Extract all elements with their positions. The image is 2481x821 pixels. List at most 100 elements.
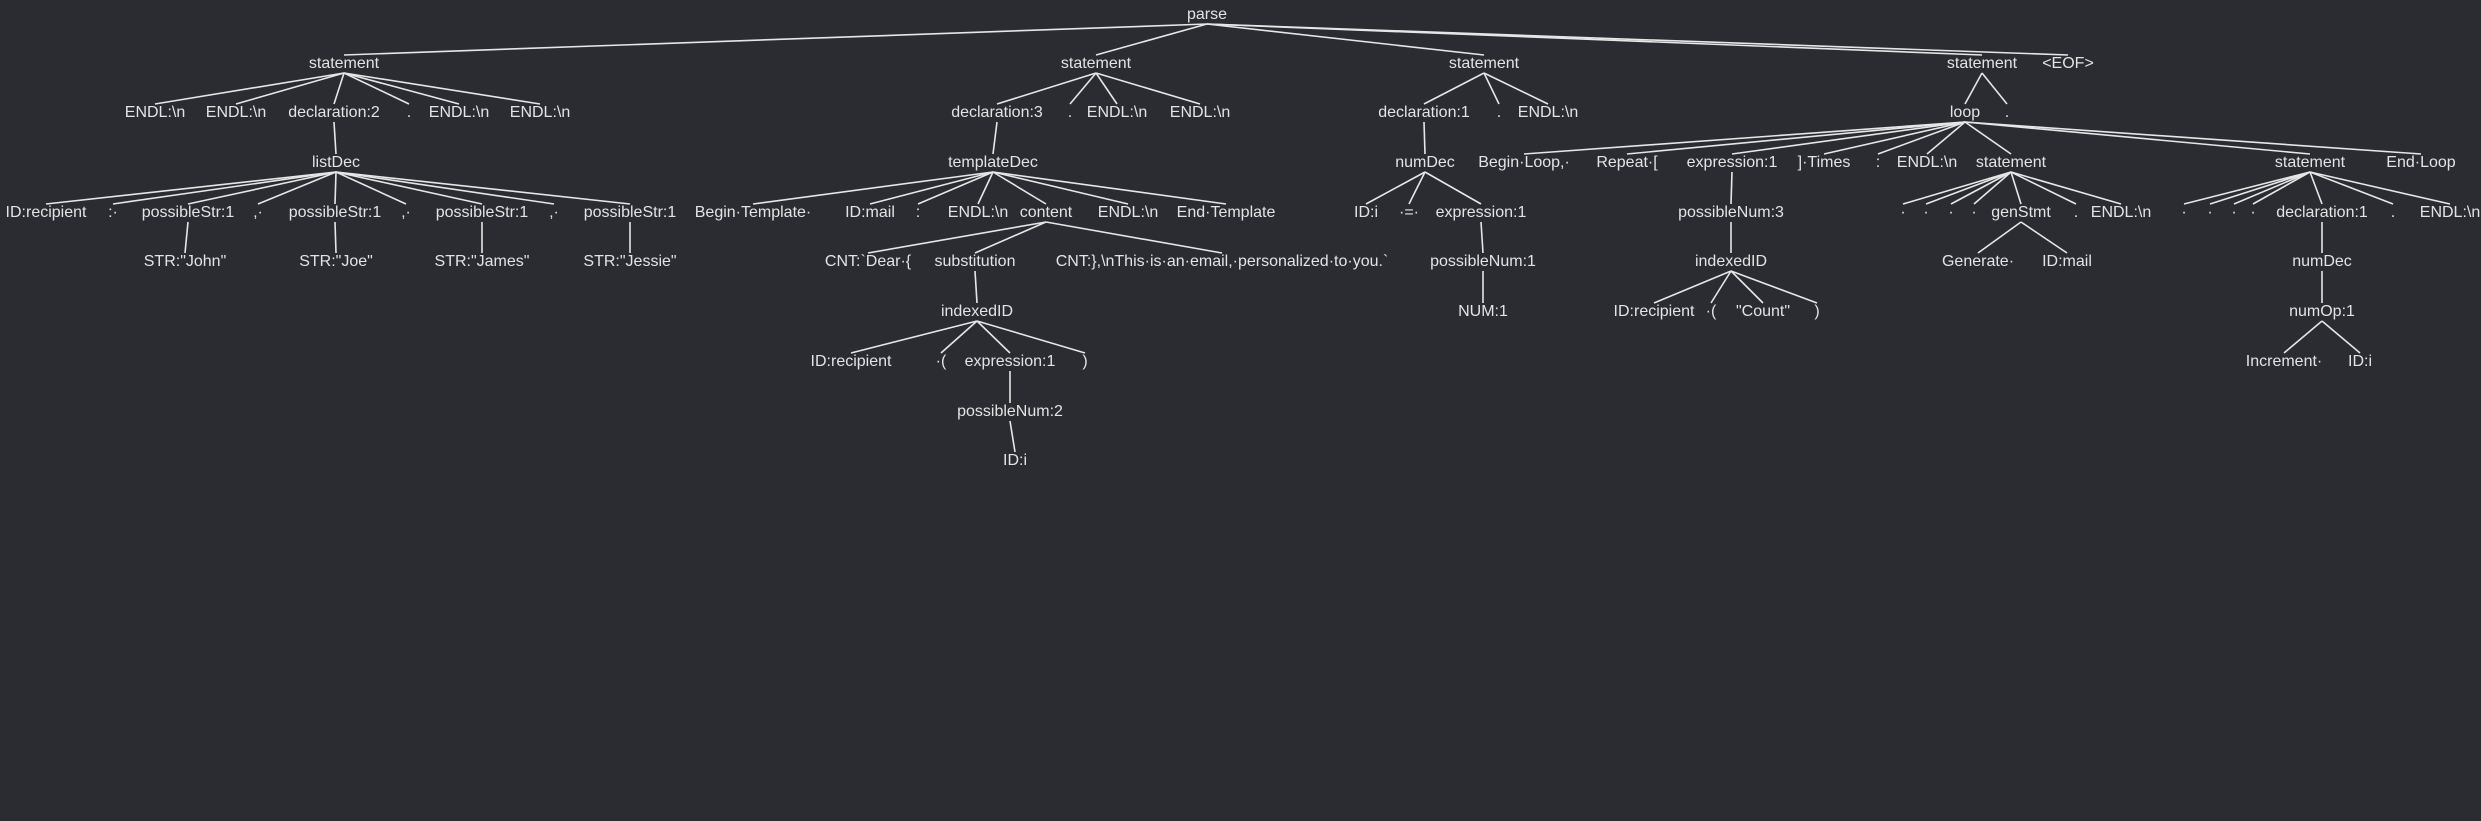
tree-edge xyxy=(333,72,345,105)
tree-node: templateDec xyxy=(948,154,1038,171)
tree-node: ENDL:\n xyxy=(1896,154,1958,171)
tree-edge xyxy=(335,171,483,205)
tree-edge xyxy=(992,171,1047,205)
tree-node: genStmt xyxy=(1991,204,2051,221)
tree-edge xyxy=(1095,23,1208,56)
tree-node: ID:i xyxy=(1003,452,1027,469)
tree-node: <EOF> xyxy=(2042,55,2094,72)
tree-node: statement xyxy=(2274,154,2346,171)
tree-node: ) xyxy=(1814,303,1820,320)
tree-edge xyxy=(1902,171,2012,205)
tree-node: : xyxy=(915,204,921,221)
tree-node: ID:recipient xyxy=(5,204,87,221)
tree-edge xyxy=(343,23,1208,56)
tree-node: numOp:1 xyxy=(2289,303,2355,320)
tree-node: Repeat·[ xyxy=(1596,154,1658,171)
tree-node: indexedID xyxy=(940,303,1014,320)
tree-node: possibleStr:1 xyxy=(435,204,529,221)
tree-edge xyxy=(1925,171,2012,205)
tree-node: . xyxy=(1067,104,1073,121)
tree-node: ID:i xyxy=(2348,353,2372,370)
tree-edge xyxy=(2309,171,2323,205)
tree-edge xyxy=(2283,320,2323,354)
tree-node: ENDL:\n xyxy=(2419,204,2481,221)
tree-edge xyxy=(2252,171,2311,205)
tree-edge xyxy=(1095,72,1201,105)
tree-node: ID:recipient xyxy=(1613,303,1695,320)
tree-node: . xyxy=(2390,204,2396,221)
tree-edge xyxy=(976,320,1011,354)
tree-edge xyxy=(335,171,555,205)
tree-node: possibleNum:1 xyxy=(1430,253,1536,270)
tree-edge xyxy=(343,72,460,105)
tree-node: CNT:},\nThis·is·an·email,·personalized·t… xyxy=(1055,253,1389,270)
tree-edge xyxy=(257,171,337,205)
tree-edge xyxy=(976,320,1086,354)
tree-edge xyxy=(333,121,337,155)
tree-edge xyxy=(850,320,978,354)
tree-edge xyxy=(154,72,345,105)
tree-edge xyxy=(1206,23,2069,56)
tree-node: possibleStr:1 xyxy=(288,204,382,221)
tree-edge xyxy=(335,171,407,205)
tree-node: numDec xyxy=(1395,154,1455,171)
tree-edge xyxy=(2309,171,2451,205)
tree-node: ·( xyxy=(1705,303,1717,320)
tree-edge xyxy=(974,270,978,304)
tree-edge xyxy=(1877,121,1966,155)
tree-node: ·=· xyxy=(1399,204,1419,221)
tree-edge xyxy=(917,171,994,205)
tree-edge xyxy=(1483,72,1549,105)
tree-edge xyxy=(1009,420,1016,453)
tree-node: expression:1 xyxy=(964,353,1056,370)
tree-node: ID:recipient xyxy=(810,353,892,370)
tree-edge xyxy=(187,171,337,205)
tree-edge xyxy=(1423,121,1426,155)
tree-node: ID:i xyxy=(1354,204,1378,221)
tree-edge xyxy=(335,171,631,205)
tree-node: ) xyxy=(1082,353,1088,370)
tree-node: . xyxy=(406,104,412,121)
tree-edge xyxy=(1045,221,1223,254)
tree-node: content xyxy=(1019,204,1073,221)
tree-node: ENDL:\n xyxy=(428,104,490,121)
tree-edge xyxy=(2020,221,2068,254)
tree-node: Generate· xyxy=(1941,253,2015,270)
tree-node: expression:1 xyxy=(1435,204,1527,221)
tree-edge xyxy=(235,72,345,105)
tree-node: Begin·Loop,· xyxy=(1478,154,1570,171)
tree-node: Increment· xyxy=(2245,353,2323,370)
tree-edge xyxy=(2010,171,2122,205)
tree-node: NUM:1 xyxy=(1458,303,1508,320)
tree-node: statement xyxy=(1448,55,1520,72)
tree-edge xyxy=(2010,171,2022,205)
tree-edge xyxy=(343,72,410,105)
tree-node: ,· xyxy=(549,204,559,221)
tree-node: declaration:2 xyxy=(288,104,380,121)
tree-edge xyxy=(1977,221,2022,254)
tree-node: listDec xyxy=(311,154,361,171)
tree-edge xyxy=(1095,72,1118,105)
tree-node: · xyxy=(2250,204,2256,221)
tree-node: substitution xyxy=(934,253,1016,270)
tree-node: possibleStr:1 xyxy=(141,204,235,221)
tree-edge xyxy=(343,72,541,105)
tree-node: ENDL:\n xyxy=(124,104,186,121)
tree-edge xyxy=(1964,121,2422,155)
tree-edge xyxy=(1483,72,1500,105)
tree-edge xyxy=(977,171,994,205)
tree-edge xyxy=(1730,171,1733,205)
tree-node: declaration:1 xyxy=(2276,204,2368,221)
tree-edge xyxy=(996,72,1097,105)
tree-node: ,· xyxy=(401,204,411,221)
tree-node: parse xyxy=(1186,6,1228,23)
tree-node: indexedID xyxy=(1694,253,1768,270)
tree-edge xyxy=(940,320,978,354)
tree-node: CNT:`Dear·{ xyxy=(824,253,912,270)
tree-edge xyxy=(974,221,1047,254)
tree-node: ENDL:\n xyxy=(2090,204,2152,221)
tree-node: . xyxy=(2073,204,2079,221)
tree-edge xyxy=(752,171,994,205)
tree-edge xyxy=(1653,270,1732,304)
